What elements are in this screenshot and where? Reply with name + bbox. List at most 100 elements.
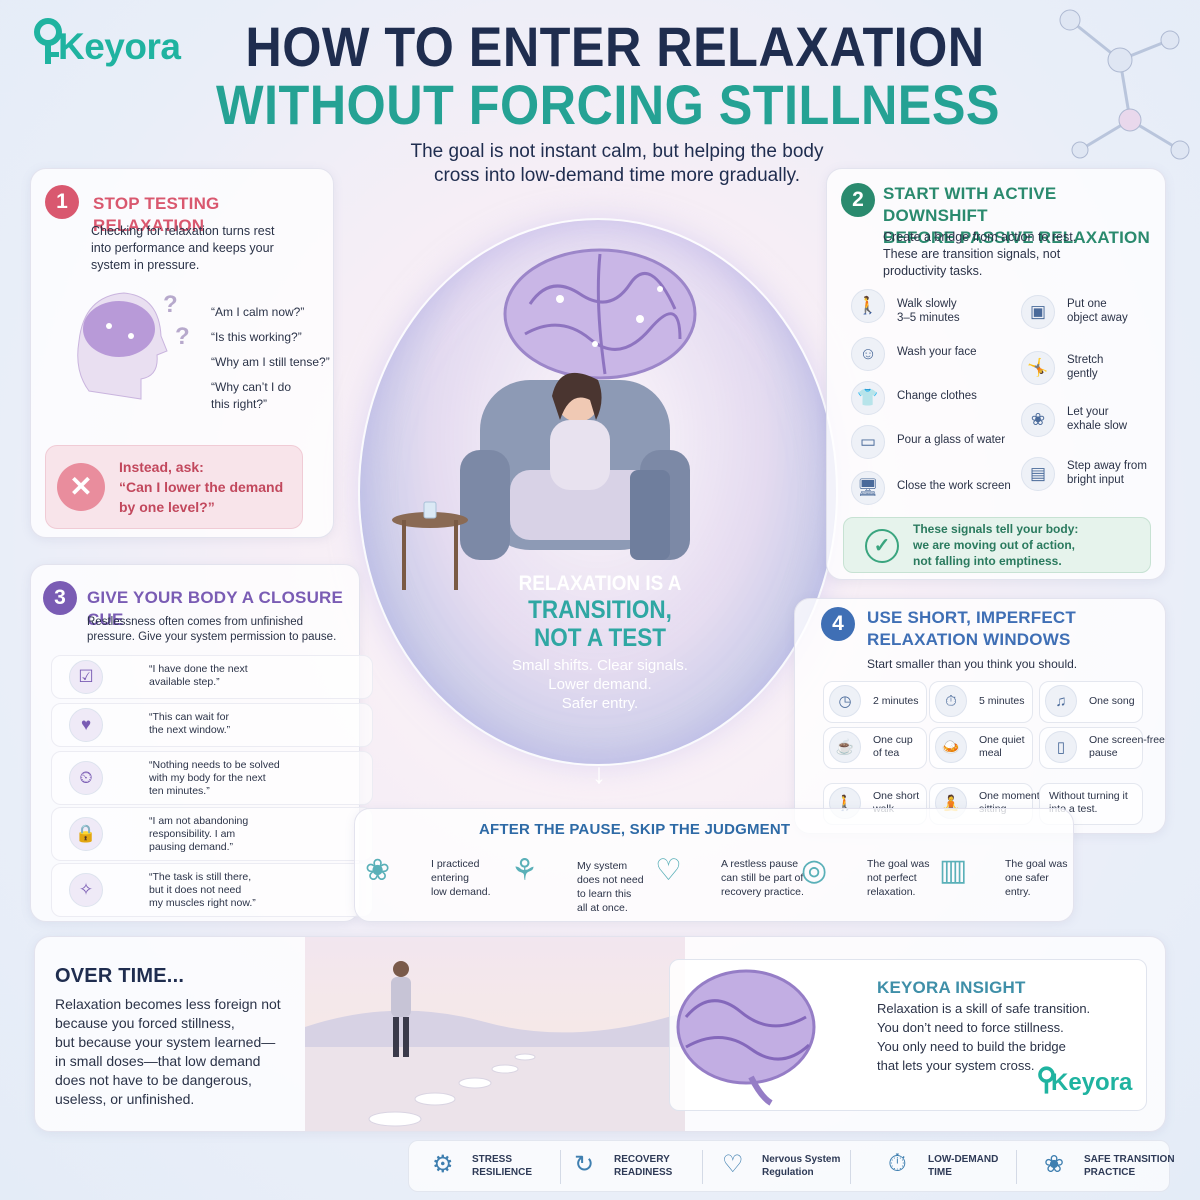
footer-label: RECOVERY READINESS bbox=[614, 1154, 673, 1178]
section-heading: START WITH ACTIVE DOWNSHIFT BEFORE PASSI… bbox=[883, 184, 1150, 247]
section-closure-cue: 3 GIVE YOUR BODY A CLOSURE CUE Restlessn… bbox=[30, 564, 373, 922]
closure-cue-row bbox=[51, 751, 373, 805]
section-heading: OVER TIME... bbox=[55, 965, 185, 987]
heart-icon: ♥ bbox=[69, 708, 103, 742]
section-heading: GIVE YOUR BODY A CLOSURE CUE bbox=[87, 588, 344, 629]
key-icon bbox=[1038, 1066, 1055, 1094]
signals-note: These signals tell your body: we are mov… bbox=[913, 522, 1079, 568]
brand-logo-small: Keyora bbox=[1037, 1065, 1147, 1105]
insight-text: Relaxation is a skill of safe transition… bbox=[877, 1001, 1091, 1073]
question-mark-icon: ? bbox=[175, 323, 190, 350]
section-text: Checking for relaxation turns rest into … bbox=[91, 224, 275, 272]
downshift-item-label: Walk slowly 3–5 minutes bbox=[897, 298, 960, 324]
tea-cup-icon: ☕ bbox=[829, 731, 861, 763]
closure-cue-row bbox=[51, 863, 373, 917]
after-item-text: I practiced entering low demand. bbox=[431, 858, 491, 898]
section-short-windows: 4 USE SHORT, IMPERFECT RELAXATION WINDOW… bbox=[794, 598, 1166, 834]
walking-icon: 🚶 bbox=[851, 289, 885, 323]
section-active-downshift: 2 START WITH ACTIVE DOWNSHIFT BEFORE PAS… bbox=[826, 168, 1166, 580]
clothes-icon: 👕 bbox=[851, 381, 885, 415]
window-label: One song bbox=[1089, 695, 1135, 707]
downshift-item-label: Pour a glass of water bbox=[897, 434, 1006, 446]
downshift-item-label: Change clothes bbox=[897, 390, 977, 402]
stretch-icon: 🤸 bbox=[1021, 351, 1055, 385]
page-title: HOW TO ENTER RELAXATION bbox=[245, 15, 985, 78]
section-after-pause: AFTER THE PAUSE, SKIP THE JUDGMENT ❀I pr… bbox=[354, 808, 1074, 922]
page-title-line2: WITHOUT FORCING STILLNESS bbox=[215, 73, 1001, 136]
path-landscape-illustration bbox=[305, 937, 685, 1131]
meal-icon: 🍛 bbox=[935, 731, 967, 763]
closure-cue-text: “I am not abandoning responsibility. I a… bbox=[149, 815, 249, 853]
tablet-icon: ▯ bbox=[1045, 731, 1077, 763]
closure-cue-text: “This can wait for the next window.” bbox=[149, 711, 231, 736]
center-line3: NOT A TEST bbox=[533, 624, 667, 652]
footer-label: Nervous System Regulation bbox=[762, 1154, 841, 1178]
footer-divider bbox=[850, 1150, 851, 1184]
water-glass-icon: ▭ bbox=[851, 425, 885, 459]
window-label: One quiet meal bbox=[979, 734, 1025, 759]
footer-divider bbox=[702, 1150, 703, 1184]
center-subtext: Small shifts. Clear signals. Lower deman… bbox=[512, 657, 688, 712]
closure-cue-row bbox=[51, 655, 373, 699]
brain-illustration bbox=[503, 248, 697, 380]
closure-cue-row bbox=[51, 807, 373, 861]
center-line1: RELAXATION IS A bbox=[518, 572, 682, 595]
instead-quote: “Can I lower the demand by one level?” bbox=[119, 479, 284, 515]
window-label: 5 minutes bbox=[979, 695, 1025, 707]
clock-icon: ⏲ bbox=[69, 761, 103, 795]
section-over-time: OVER TIME... Relaxation becomes less for… bbox=[34, 936, 1166, 1132]
downshift-item-label: Step away from bright input bbox=[1067, 460, 1147, 486]
checkbox-icon: ☑ bbox=[69, 660, 103, 694]
window-label: One cup of tea bbox=[873, 734, 913, 759]
lock-icon: 🔒 bbox=[69, 817, 103, 851]
after-item-text: A restless pause can still be part of re… bbox=[721, 858, 804, 898]
resilience-icon: ⚙ bbox=[432, 1151, 454, 1178]
closure-cue-text: “Nothing needs to be solved with my body… bbox=[149, 759, 280, 797]
closure-cue-text: “The task is still there, but it does no… bbox=[149, 871, 256, 909]
door-icon: ▥ bbox=[939, 854, 968, 887]
section-number: 4 bbox=[821, 607, 855, 641]
section-number: 2 bbox=[841, 183, 875, 217]
center-line2: TRANSITION, bbox=[528, 596, 672, 624]
downshift-item-label: Close the work screen bbox=[897, 480, 1011, 492]
exhale-icon: ❀ bbox=[1021, 403, 1055, 437]
closure-cue-text: “I have done the next available step.” bbox=[149, 663, 248, 688]
section-stop-testing: 1 STOP TESTING RELAXATION Checking for r… bbox=[30, 168, 334, 538]
brain-illustration bbox=[676, 969, 816, 1106]
section-text: Restlessness often comes from unfinished… bbox=[87, 616, 337, 643]
clock-icon: ◷ bbox=[829, 685, 861, 717]
stopwatch-icon: ⏱ bbox=[935, 685, 967, 717]
recovery-icon: ↻ bbox=[574, 1151, 595, 1178]
stopwatch-icon: ⏱ bbox=[888, 1150, 907, 1177]
instead-label: Instead, ask: bbox=[119, 459, 204, 475]
side-table-illustration bbox=[392, 501, 468, 590]
release-icon: ✧ bbox=[69, 873, 103, 907]
nervous-system-icon: ♡ bbox=[722, 1151, 744, 1178]
footer-label: STRESS RESILIENCE bbox=[472, 1154, 533, 1178]
brand-logo: Keyora bbox=[32, 14, 202, 74]
after-item-text: The goal was not perfect relaxation. bbox=[867, 858, 930, 898]
after-item-text: My system does not need to learn this al… bbox=[577, 860, 644, 914]
brand-name: Keyora bbox=[58, 26, 181, 67]
woman-in-armchair-illustration bbox=[460, 372, 690, 560]
question-4: “Why can’t I do this right?” bbox=[211, 380, 292, 411]
brand-name: Keyora bbox=[1051, 1069, 1133, 1096]
insight-heading: KEYORA INSIGHT bbox=[877, 978, 1026, 997]
brain-icon: ⚘ bbox=[511, 854, 538, 887]
question-2: “Is this working?” bbox=[211, 330, 302, 344]
footer-divider bbox=[1016, 1150, 1017, 1184]
section-text: Relaxation becomes less foreign not beca… bbox=[55, 996, 281, 1107]
object-away-icon: ▣ bbox=[1021, 295, 1055, 329]
screen-away-icon: ▤ bbox=[1021, 457, 1055, 491]
footer-label: SAFE TRANSITION PRACTICE bbox=[1084, 1154, 1175, 1178]
lotus-icon: ❀ bbox=[1044, 1151, 1065, 1178]
section-number: 3 bbox=[43, 581, 77, 615]
section-heading: USE SHORT, IMPERFECT RELAXATION WINDOWS bbox=[867, 608, 1076, 649]
section-heading: STOP TESTING RELAXATION bbox=[93, 194, 220, 235]
music-note-icon: ♫ bbox=[1045, 685, 1077, 717]
window-label: 2 minutes bbox=[873, 695, 919, 707]
lotus-icon: ❀ bbox=[365, 854, 391, 887]
check-circle-icon: ✓ bbox=[865, 529, 899, 563]
closure-cue-row bbox=[51, 703, 373, 747]
downshift-item-label: Let your exhale slow bbox=[1067, 406, 1128, 432]
